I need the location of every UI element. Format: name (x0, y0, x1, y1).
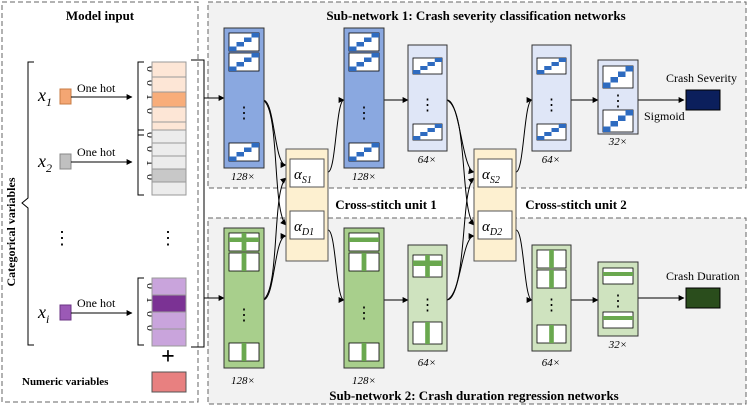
variable-xi-box (59, 304, 72, 321)
cross-stitch-unit1-label: Cross-stitch unit 1 (335, 197, 437, 212)
alpha-d2-box (477, 210, 513, 240)
one-hot-cell (151, 142, 187, 157)
one-hot-vector-3 (151, 277, 187, 347)
variable-x1-group: x1 One hot 0010 (37, 61, 187, 138)
categorical-variables-label: Categorical variables (4, 177, 18, 286)
s-layer-5-ellipsis: ⋮ (610, 93, 626, 110)
one-hot-cell (151, 76, 187, 93)
one-hot-cell (151, 311, 187, 330)
s-layer4-size: 64× (542, 154, 560, 166)
s-layer-1-ellipsis: ⋮ (236, 105, 252, 122)
alpha-d1-box (289, 210, 325, 240)
alpha-d2: αD2 (482, 219, 502, 238)
d-layer5-size: 32× (608, 339, 627, 351)
one-hot-label-2: One hot (77, 145, 116, 159)
one-hot-vector-1 (151, 61, 187, 138)
crash-duration-label: Crash Duration (666, 269, 740, 283)
s-layer-1: ⋮ (223, 27, 265, 169)
variable-x2-group: x2 One hot 0010 (37, 129, 187, 196)
one-hot-bits-1: 0010 (144, 66, 158, 114)
s-layer-4-ellipsis: ⋮ (544, 97, 560, 114)
d-layer-5-ellipsis: ⋮ (610, 293, 626, 310)
one-hot-bits-3: 0100 (144, 283, 158, 331)
variable-x2-symbol: x2 (37, 151, 52, 175)
one-hot-label-1: One hot (77, 81, 116, 95)
d-layer1-size: 128× (231, 375, 255, 387)
s-layer1-size: 128× (231, 171, 255, 183)
s-layer-3: ⋮ (407, 44, 448, 152)
connections (262, 97, 685, 303)
sigmoid-label: Sigmoid (644, 109, 685, 123)
d-layer-3-ellipsis: ⋮ (420, 297, 436, 314)
one-hot-cell (151, 129, 187, 144)
crash-duration-output-box (685, 287, 721, 309)
d-layer-4: ⋮ (531, 244, 572, 352)
one-hot-cell (151, 168, 187, 183)
subnet1-layers: ⋮ ⋮ ⋮ ⋮ ⋮ (223, 27, 639, 169)
one-hot-label-3: One hot (77, 296, 116, 310)
d-layer-1: ⋮ (223, 227, 265, 369)
subnet2-title: Sub-network 2: Crash duration regression… (329, 388, 619, 403)
alpha-s2: αS2 (482, 167, 500, 186)
alpha-s2-box (477, 158, 513, 188)
cross-stitch-unit-1: αS1 αD1 (285, 148, 329, 262)
numeric-variables-label: Numeric variables (22, 376, 109, 388)
d-layer-5: ⋮ (597, 261, 639, 337)
s-layer-3-ellipsis: ⋮ (420, 97, 436, 114)
s-layer3-size: 64× (418, 154, 436, 166)
one-hot-cell (151, 91, 187, 108)
d-layer-2-ellipsis: ⋮ (356, 305, 372, 322)
one-hot-cell (151, 294, 187, 313)
d-layer-3: ⋮ (407, 244, 448, 352)
input-bracket (191, 59, 205, 348)
alpha-s1-box (289, 158, 325, 188)
subnet1-layer-labels: 128× 128× 64× 64× 32× (231, 136, 627, 183)
subnet2-layers: ⋮ ⋮ ⋮ ⋮ ⋮ (223, 227, 639, 369)
variable-x1-box (59, 88, 72, 105)
variables-ellipsis-left: ⋮ (53, 228, 71, 248)
d-layer-4-ellipsis: ⋮ (544, 297, 560, 314)
d-layer2-size: 128× (352, 375, 376, 387)
crash-severity-output-box (685, 89, 721, 111)
cross-stitch-unit-2: αS2 αD2 (473, 148, 517, 262)
variable-xi-group: xi One hot 0100 (37, 277, 187, 347)
cross-stitch-unit2-label: Cross-stitch unit 2 (525, 197, 627, 212)
model-input-title: Model input (66, 8, 135, 23)
one-hot-cell (151, 181, 187, 196)
d-layer4-size: 64× (542, 357, 560, 369)
alpha-s1: αS1 (294, 167, 312, 186)
s-layer2-size: 128× (352, 171, 376, 183)
s-layer5-size: 32× (608, 136, 627, 148)
variable-xi-symbol: xi (37, 302, 49, 326)
one-hot-cell (151, 155, 187, 170)
model-input-panel (1, 1, 199, 403)
s-layer-5: ⋮ (597, 59, 639, 135)
subnet1-title: Sub-network 1: Crash severity classifica… (326, 8, 625, 23)
variable-x1-symbol: x1 (37, 85, 52, 109)
one-hot-cell (151, 277, 187, 296)
one-hot-bits-2: 0010 (144, 132, 158, 180)
d-layer-1-ellipsis: ⋮ (236, 307, 252, 324)
categorical-brace (21, 61, 34, 346)
variables-ellipsis-right: ⋮ (159, 228, 177, 248)
s-layer-2-ellipsis: ⋮ (356, 105, 372, 122)
crash-severity-label: Crash Severity (666, 71, 737, 85)
numeric-variables-box (151, 371, 187, 393)
s-layer-4: ⋮ (531, 44, 572, 152)
variable-x2-box (59, 153, 72, 170)
one-hot-cell (151, 106, 187, 123)
s-layer-2: ⋮ (343, 27, 385, 169)
one-hot-cell (151, 328, 187, 347)
plus-sign: + (161, 344, 175, 370)
d-layer-2: ⋮ (343, 227, 385, 369)
one-hot-vector-2 (151, 129, 187, 196)
alpha-d1: αD1 (294, 219, 314, 238)
d-layer3-size: 64× (418, 357, 436, 369)
one-hot-cell (151, 61, 187, 78)
subnet2-layer-labels: 128× 128× 64× 64× 32× (231, 339, 627, 387)
